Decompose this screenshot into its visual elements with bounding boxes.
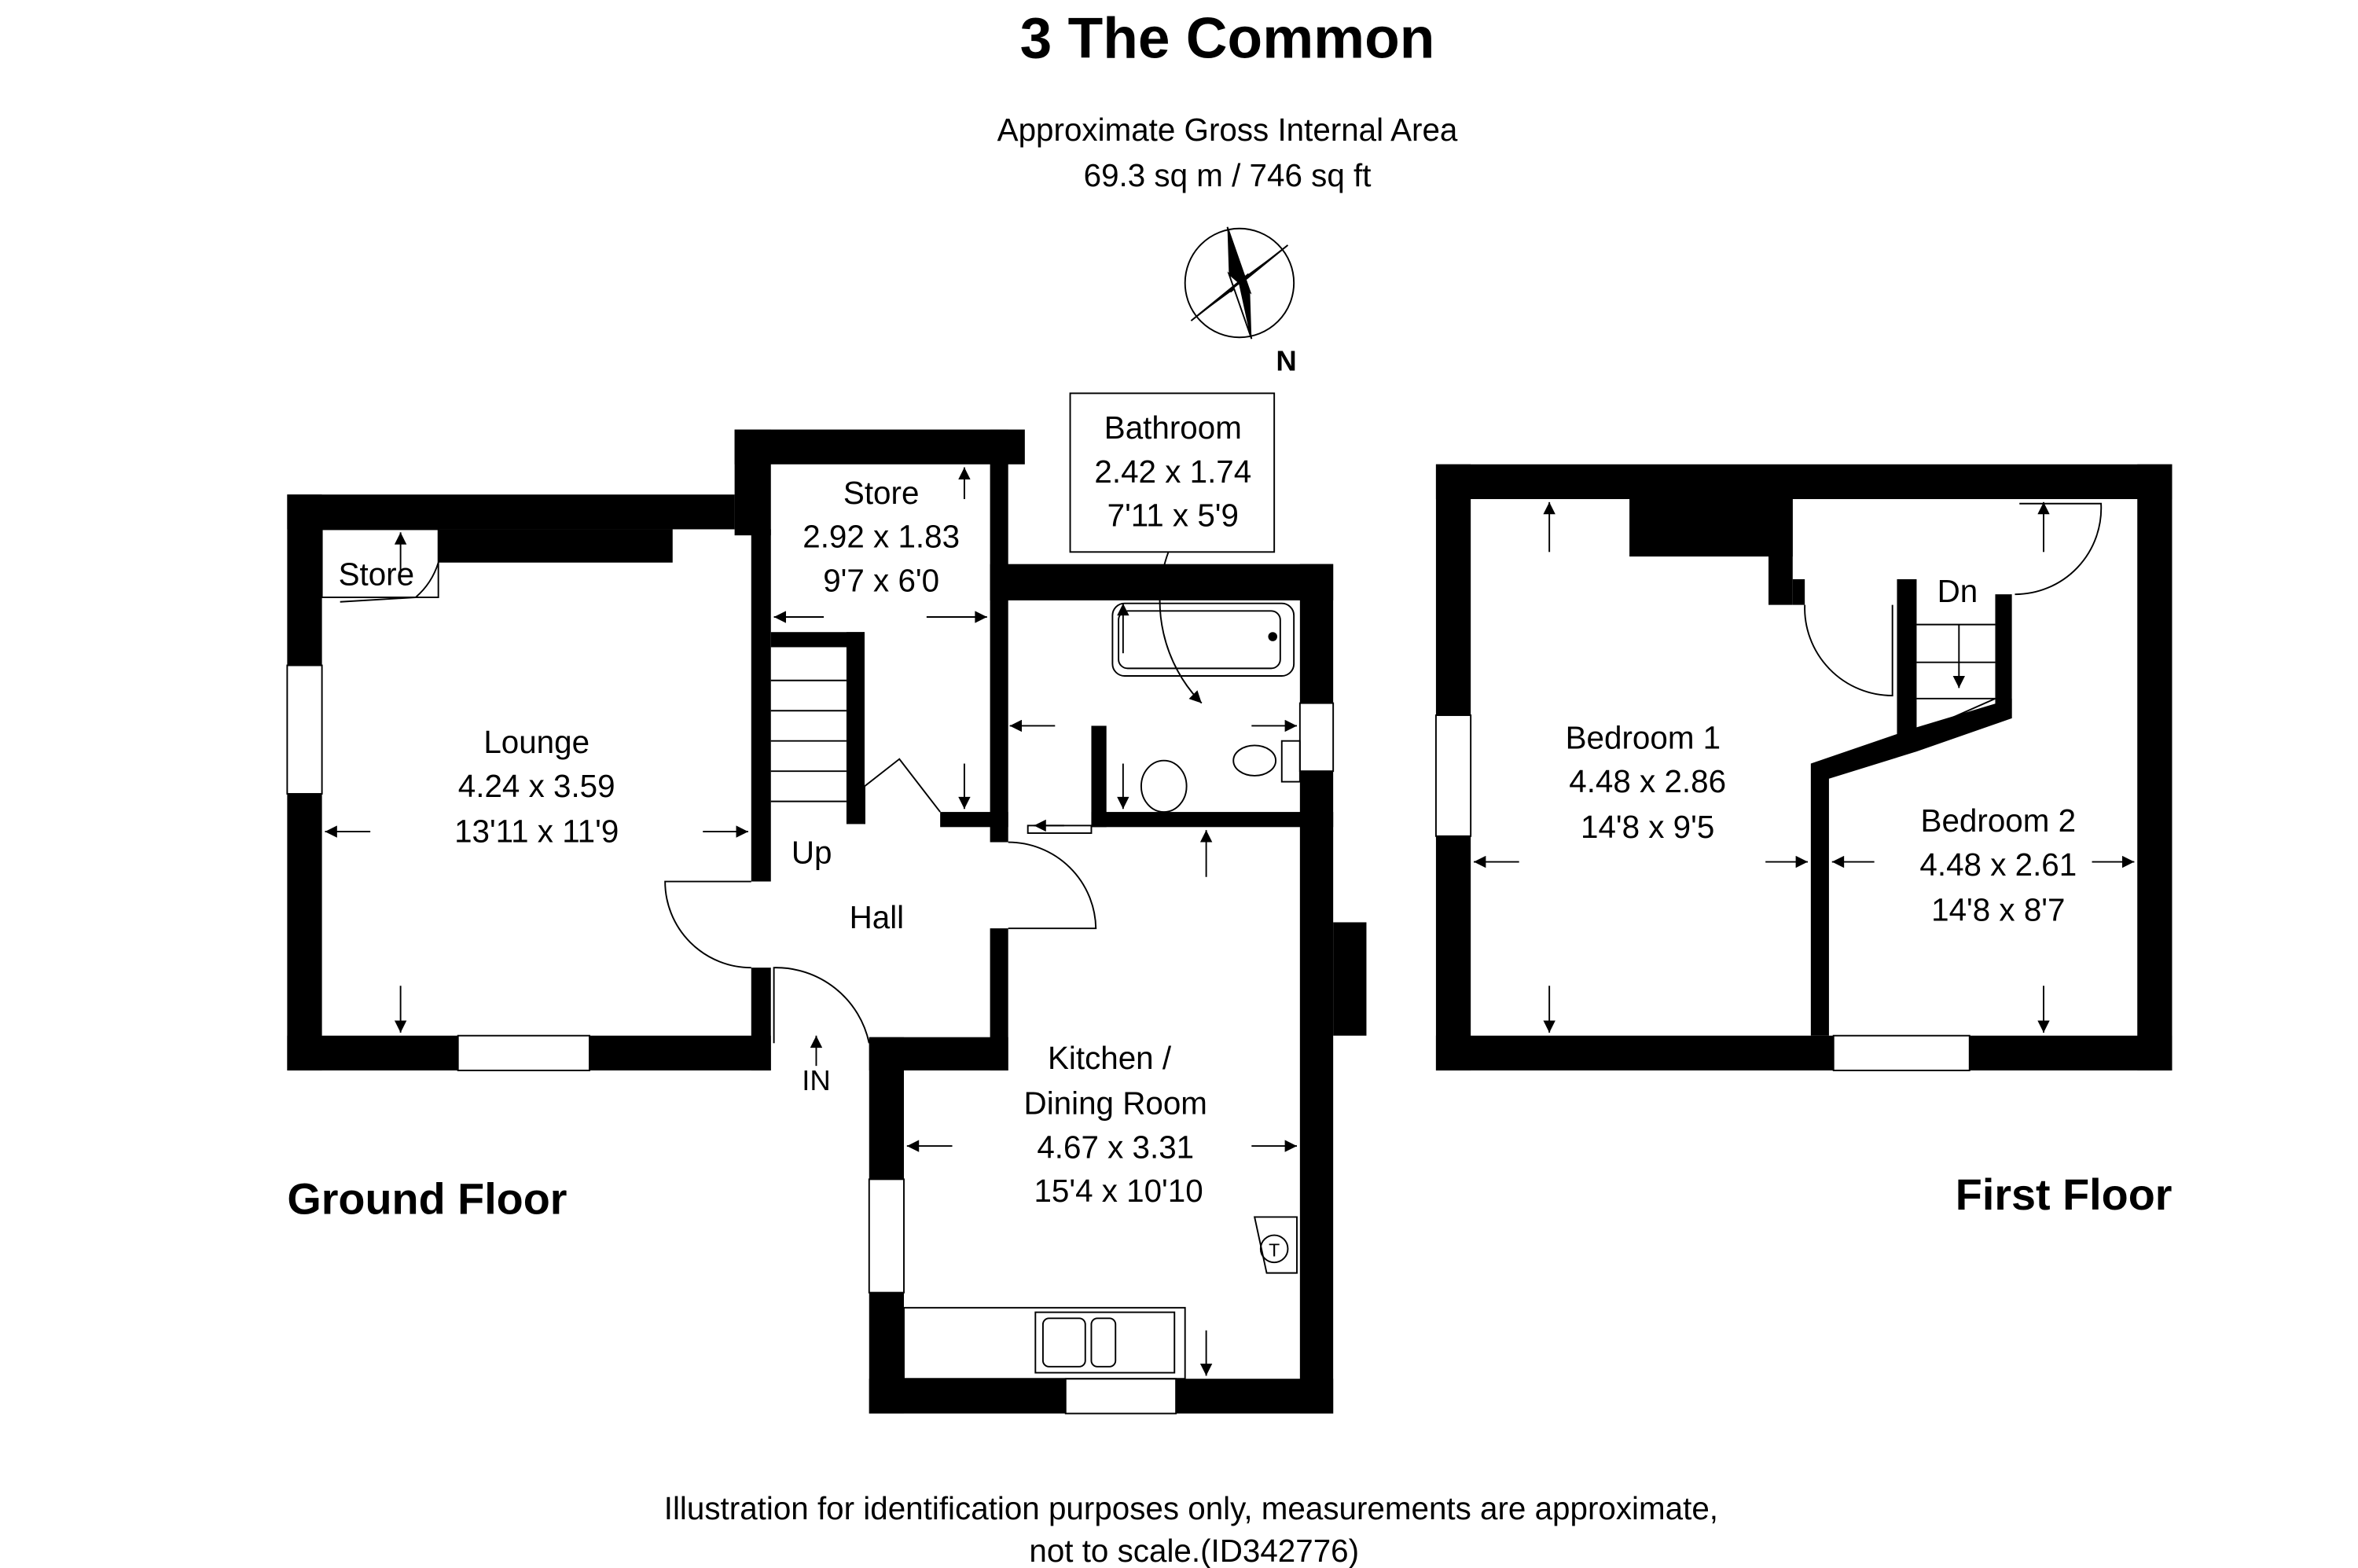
window [457,1034,590,1071]
room-name-store: Store [843,475,920,511]
first-floor-walls [1435,464,2173,1070]
window [1064,1378,1177,1415]
stairs-up-label: Up [792,834,832,870]
floor-label-ground: Ground Floor [287,1175,567,1224]
room-name-bedroom2: Bedroom 2 [1921,802,2077,839]
disclaimer-line-1: Illustration for identification purposes… [664,1490,1718,1526]
compass-north-label: N [1276,345,1296,377]
room-imperial-store: 9'7 x 6'0 [823,562,939,598]
stairs-down [1916,623,1996,734]
doors [321,528,1097,1044]
window [1434,714,1472,837]
first-floor-doors [1804,502,2103,696]
room-imperial-kitchen: 15'4 x 10'10 [1034,1173,1203,1209]
first-floor-dimension-arrows [1474,501,2135,1033]
window [868,1178,905,1294]
room-name-store-small: Store [339,556,415,593]
room-metric-bathroom: 2.42 x 1.74 [1094,454,1251,490]
room-metric-bedroom2: 4.48 x 2.61 [1919,846,2077,883]
disclaimer-line-2: not to scale.(ID342776) [1029,1533,1359,1568]
window [286,664,323,795]
room-name-hall: Hall [850,899,905,935]
dimension-arrows [325,467,1297,1376]
room-name-kitchen-2: Dining Room [1024,1085,1207,1122]
room-imperial-bathroom: 7'11 x 5'9 [1107,498,1239,534]
room-metric-store: 2.92 x 1.83 [803,519,960,555]
bathroom-fixtures [1111,551,1301,813]
room-metric-bedroom1: 4.48 x 2.86 [1569,763,1726,799]
room-imperial-bedroom2: 14'8 x 8'7 [1931,892,2065,928]
room-metric-lounge: 4.24 x 3.59 [458,768,615,804]
area-value: 69.3 sq m / 746 sq ft [1084,157,1372,193]
bathroom-label-box [1069,392,1276,553]
boiler-icon [1259,1234,1289,1264]
room-metric-kitchen: 4.67 x 3.31 [1037,1129,1194,1165]
kitchen-fixtures: T [903,1216,1298,1380]
window [1832,1034,1971,1071]
room-name-bedroom1: Bedroom 1 [1566,719,1721,755]
stairs-down-label: Dn [1937,573,1978,609]
window [1298,702,1335,773]
room-name-bathroom: Bathroom [1104,409,1242,446]
page-title: 3 The Common [1020,6,1435,70]
floor-label-first: First Floor [1956,1170,2173,1219]
room-imperial-lounge: 13'11 x 11'9 [454,813,619,850]
room-imperial-bedroom1: 14'8 x 9'5 [1581,809,1714,845]
boiler-label: T [1269,1239,1280,1260]
stairs-up [770,679,847,802]
entrance-label: IN [802,1064,831,1096]
room-name-kitchen-1: Kitchen / [1048,1040,1172,1076]
compass-rose-icon: N [1184,226,1297,377]
area-label: Approximate Gross Internal Area [997,112,1458,148]
room-name-lounge: Lounge [483,724,590,760]
